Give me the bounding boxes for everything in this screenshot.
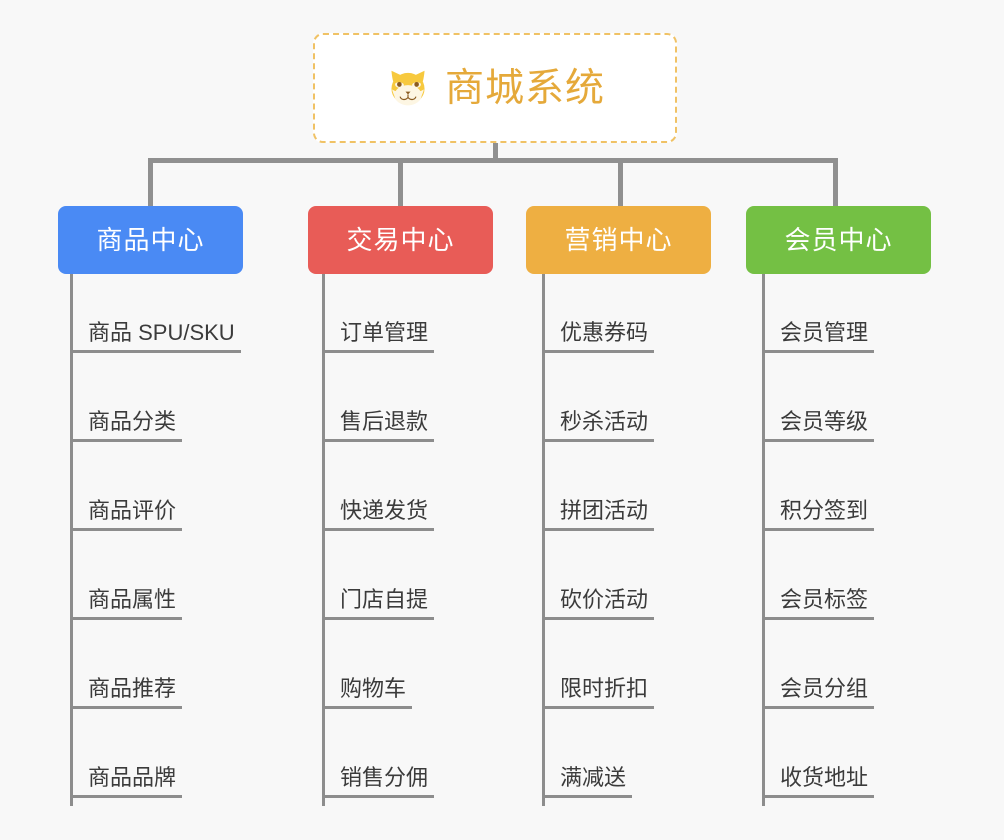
leaf-label: 商品评价 [70, 498, 183, 531]
leaf-item[interactable]: 砍价活动 [542, 580, 655, 620]
leaf-label: 收货地址 [762, 765, 875, 798]
leaf-item[interactable]: 商品属性 [70, 580, 183, 620]
leaf-item[interactable]: 订单管理 [322, 313, 435, 353]
leaf-label: 限时折扣 [542, 676, 655, 709]
leaf-item[interactable]: 销售分佣 [322, 758, 435, 798]
leaf-item[interactable]: 商品评价 [70, 491, 183, 531]
root-node[interactable]: 商城系统 [313, 33, 677, 143]
leaf-label: 会员等级 [762, 409, 875, 442]
leaf-label: 门店自提 [322, 587, 435, 620]
branch-drop-line-3 [618, 158, 623, 208]
leaf-item[interactable]: 购物车 [322, 669, 413, 709]
branch-drop-line-1 [148, 158, 153, 208]
branch-header-1[interactable]: 商品中心 [58, 206, 243, 274]
leaf-label: 秒杀活动 [542, 409, 655, 442]
leaf-label: 拼团活动 [542, 498, 655, 531]
branch-trunk-1 [70, 274, 73, 806]
leaf-label: 满减送 [542, 765, 633, 798]
leaf-label: 商品 SPU/SKU [70, 320, 241, 353]
leaf-item[interactable]: 拼团活动 [542, 491, 655, 531]
shiba-dog-face-icon [391, 70, 425, 106]
branch-header-label-1: 商品中心 [96, 225, 205, 255]
leaf-item[interactable]: 限时折扣 [542, 669, 655, 709]
leaf-label: 会员管理 [762, 320, 875, 353]
leaf-label: 销售分佣 [322, 765, 435, 798]
leaf-item[interactable]: 满减送 [542, 758, 633, 798]
leaf-item[interactable]: 商品品牌 [70, 758, 183, 798]
branch-header-4[interactable]: 会员中心 [746, 206, 931, 274]
leaf-label: 商品品牌 [70, 765, 183, 798]
leaf-item[interactable]: 商品 SPU/SKU [70, 313, 241, 353]
branch-header-label-3: 营销中心 [564, 225, 673, 255]
leaf-label: 商品分类 [70, 409, 183, 442]
leaf-item[interactable]: 积分签到 [762, 491, 875, 531]
leaf-label: 快递发货 [322, 498, 435, 531]
branch-header-label-4: 会员中心 [784, 225, 893, 255]
leaf-item[interactable]: 门店自提 [322, 580, 435, 620]
leaf-item[interactable]: 收货地址 [762, 758, 875, 798]
leaf-label: 积分签到 [762, 498, 875, 531]
leaf-label: 商品属性 [70, 587, 183, 620]
branch-trunk-2 [322, 274, 325, 806]
leaf-item[interactable]: 售后退款 [322, 402, 435, 442]
leaf-label: 砍价活动 [542, 587, 655, 620]
branch-header-label-2: 交易中心 [346, 225, 455, 255]
branch-header-3[interactable]: 营销中心 [526, 206, 711, 274]
leaf-item[interactable]: 商品推荐 [70, 669, 183, 709]
leaf-item[interactable]: 商品分类 [70, 402, 183, 442]
leaf-item[interactable]: 会员等级 [762, 402, 875, 442]
branch-drop-line-4 [833, 158, 838, 208]
leaf-label: 售后退款 [322, 409, 435, 442]
leaf-label: 会员标签 [762, 587, 875, 620]
root-title: 商城系统 [444, 66, 605, 110]
leaf-label: 会员分组 [762, 676, 875, 709]
leaf-item[interactable]: 优惠券码 [542, 313, 655, 353]
branch-header-2[interactable]: 交易中心 [308, 206, 493, 274]
leaf-item[interactable]: 秒杀活动 [542, 402, 655, 442]
branch-trunk-4 [762, 274, 765, 806]
leaf-label: 优惠券码 [542, 320, 655, 353]
leaf-item[interactable]: 会员分组 [762, 669, 875, 709]
leaf-label: 商品推荐 [70, 676, 183, 709]
leaf-item[interactable]: 会员标签 [762, 580, 875, 620]
branch-drop-line-2 [398, 158, 403, 208]
leaf-label: 订单管理 [322, 320, 435, 353]
branch-bus-line [148, 158, 838, 163]
leaf-label: 购物车 [322, 676, 413, 709]
leaf-item[interactable]: 快递发货 [322, 491, 435, 531]
branch-trunk-3 [542, 274, 545, 806]
root-stem-line [493, 143, 498, 162]
leaf-item[interactable]: 会员管理 [762, 313, 875, 353]
